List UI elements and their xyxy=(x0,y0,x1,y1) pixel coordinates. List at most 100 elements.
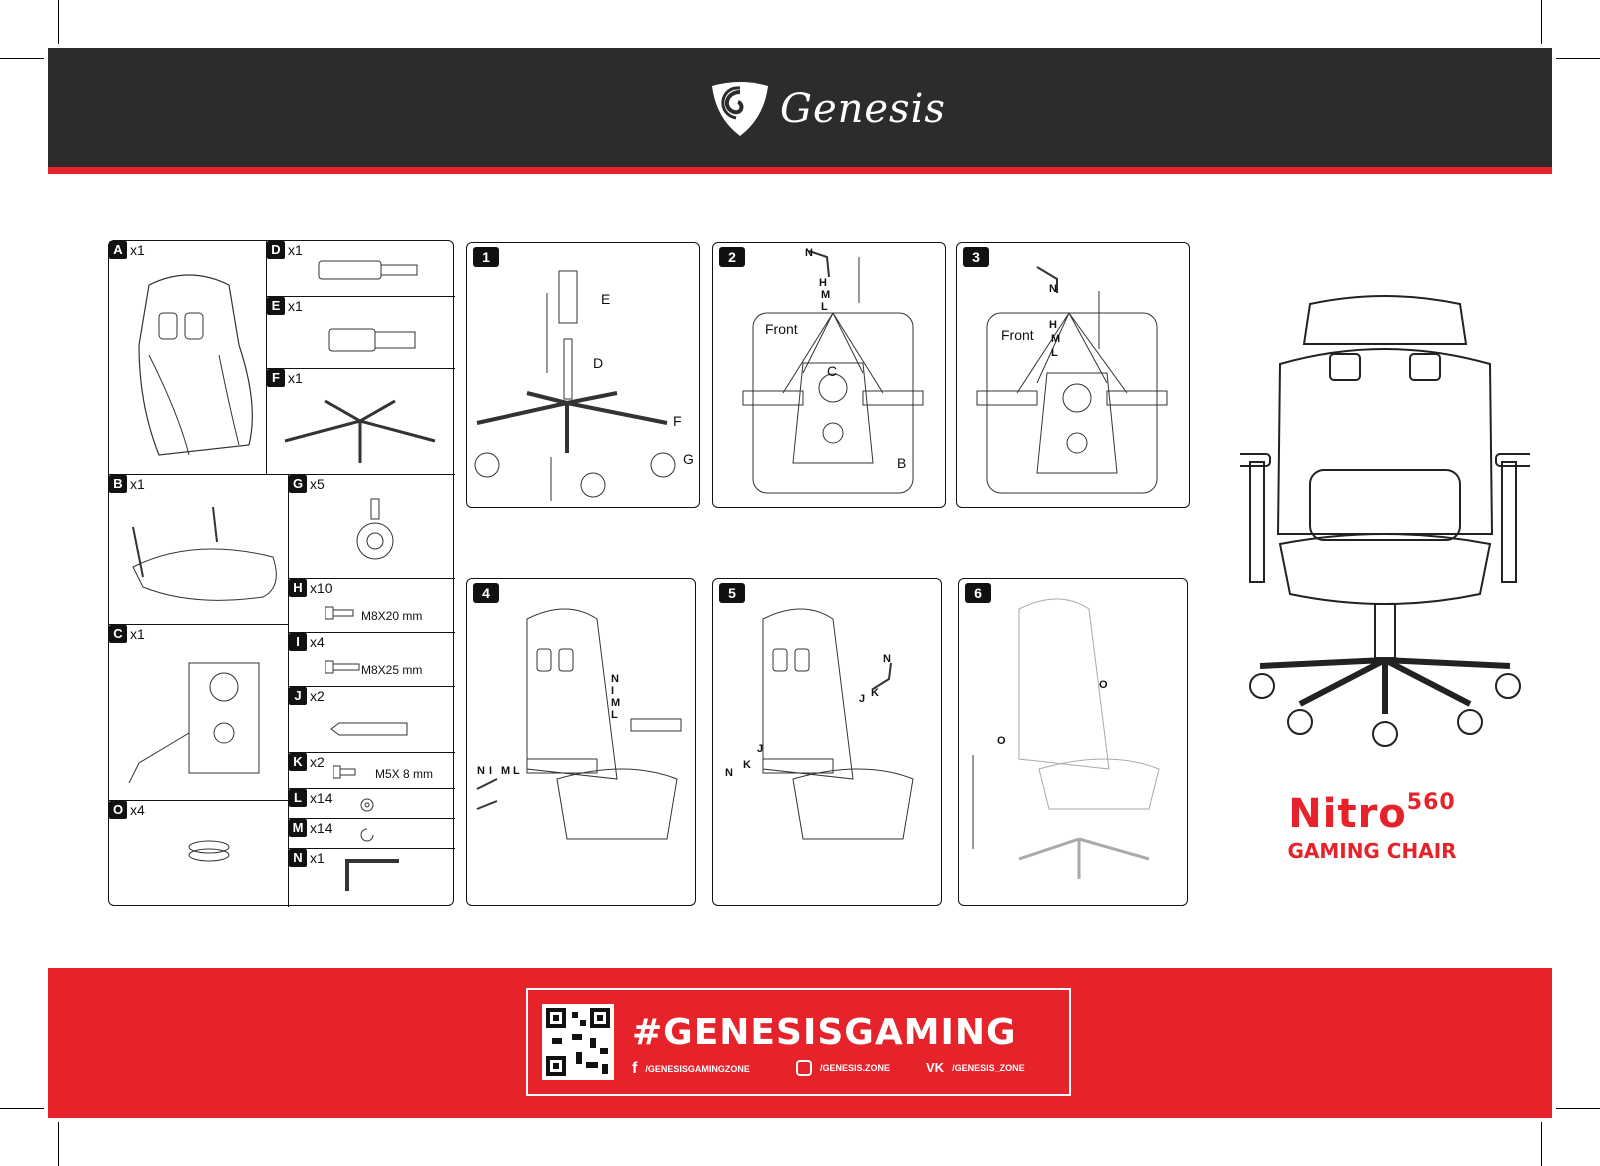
callout-label: O xyxy=(997,735,1006,747)
facebook-link[interactable]: f /GENESISGAMINGZONE xyxy=(632,1060,750,1077)
part-letter: A xyxy=(109,241,127,259)
part-letter: H xyxy=(289,579,307,597)
callout-label: B xyxy=(897,455,907,471)
callout-label: L xyxy=(513,765,520,777)
product-subtitle: GAMING CHAIR xyxy=(1287,839,1457,863)
part-qty: x14 xyxy=(310,790,333,806)
part-letter: C xyxy=(109,625,127,643)
facebook-icon: f xyxy=(632,1060,638,1077)
qr-code[interactable] xyxy=(542,1004,614,1080)
callout-label: K xyxy=(743,759,751,771)
gas-lift-illustration xyxy=(318,260,418,280)
crop-mark xyxy=(0,1108,44,1109)
part-letter: J xyxy=(289,687,307,705)
part-letter: M xyxy=(289,819,307,837)
step-3-panel: 3 N H M L Front xyxy=(956,242,1190,508)
ring-illustration xyxy=(188,840,230,862)
caster-wheel-illustration xyxy=(356,498,394,560)
part-letter: L xyxy=(289,789,307,807)
armrest-assembly-illustration xyxy=(476,608,682,840)
part-qty: x2 xyxy=(310,754,325,770)
part-letter: G xyxy=(289,475,307,493)
part-letter: F xyxy=(267,369,285,387)
callout-label: M xyxy=(1051,333,1061,345)
social-box: #GENESISGAMING f /GENESISGAMINGZONE /GEN… xyxy=(526,988,1071,1096)
part-letter: K xyxy=(289,753,307,771)
callout-label: H xyxy=(1049,319,1057,331)
callout-label: I xyxy=(611,685,615,697)
callout-label: G xyxy=(683,451,694,467)
callout-label: L xyxy=(821,301,828,313)
part-qty: x1 xyxy=(130,476,145,492)
instagram-link[interactable]: /GENESIS.ZONE xyxy=(796,1060,890,1076)
callout-label: N xyxy=(611,673,619,685)
part-qty: x5 xyxy=(310,476,325,492)
part-spec: M8X20 mm xyxy=(361,609,423,623)
part-letter: I xyxy=(289,633,307,651)
part-qty: x1 xyxy=(130,242,145,258)
armrest-cover-illustration xyxy=(762,608,914,840)
gas-cover-illustration xyxy=(328,328,416,352)
final-assembly-illustration xyxy=(972,598,1160,879)
base-assembly-illustration xyxy=(474,270,676,501)
crop-mark xyxy=(1556,1108,1600,1109)
callout-label: D xyxy=(593,355,604,371)
chair-base-illustration xyxy=(284,399,436,463)
part-letter: B xyxy=(109,475,127,493)
part-qty: x1 xyxy=(288,242,303,258)
seat-mechanism-illustration xyxy=(742,250,924,494)
part-spec: M5X 8 mm xyxy=(375,767,434,781)
part-qty: x1 xyxy=(288,370,303,386)
tilt-mechanism-illustration xyxy=(128,662,260,784)
front-label: Front xyxy=(1001,327,1034,343)
seat-illustration xyxy=(132,506,277,601)
step-number: 4 xyxy=(473,583,499,603)
callout-label: H xyxy=(819,277,827,289)
part-qty: x1 xyxy=(288,298,303,314)
callout-label: J xyxy=(757,743,764,755)
hashtag-text: #GENESISGAMING xyxy=(632,1012,1017,1053)
vk-icon: VK xyxy=(926,1060,945,1075)
product-title: Nitro560 GAMING CHAIR xyxy=(1267,790,1477,863)
callout-label: M xyxy=(611,697,621,709)
step-number: 5 xyxy=(719,583,745,603)
part-qty: x14 xyxy=(310,820,333,836)
genesis-emblem-icon xyxy=(712,82,768,136)
callout-label: N xyxy=(725,767,733,779)
seat-mechanism-illustration xyxy=(976,266,1168,494)
instagram-icon xyxy=(796,1060,812,1076)
callout-label: J xyxy=(859,693,866,705)
callout-label: L xyxy=(611,709,618,721)
backrest-illustration xyxy=(138,274,253,456)
qr-code-icon xyxy=(546,1008,610,1076)
part-qty: x4 xyxy=(310,634,325,650)
vk-link[interactable]: VK /GENESIS_ZONE xyxy=(926,1060,1025,1075)
callout-label: M xyxy=(821,289,831,301)
front-label: Front xyxy=(765,321,798,337)
step-number: 1 xyxy=(473,247,499,267)
callout-label: M xyxy=(501,765,511,777)
step-4-panel: 4 N I M L N I M L xyxy=(466,578,696,906)
part-qty: x2 xyxy=(310,688,325,704)
step-2-panel: 2 N H M L Front C B xyxy=(712,242,946,508)
screw-icon xyxy=(333,765,356,779)
step-number: 6 xyxy=(965,583,991,603)
product-model: 560 xyxy=(1406,790,1456,815)
callout-label: F xyxy=(673,413,682,429)
brand-wordmark: Genesis xyxy=(780,86,946,132)
part-letter: D xyxy=(267,241,285,259)
part-qty: x1 xyxy=(130,626,145,642)
product-name: Nitro560 xyxy=(1288,790,1456,837)
step-number: 2 xyxy=(719,247,745,267)
